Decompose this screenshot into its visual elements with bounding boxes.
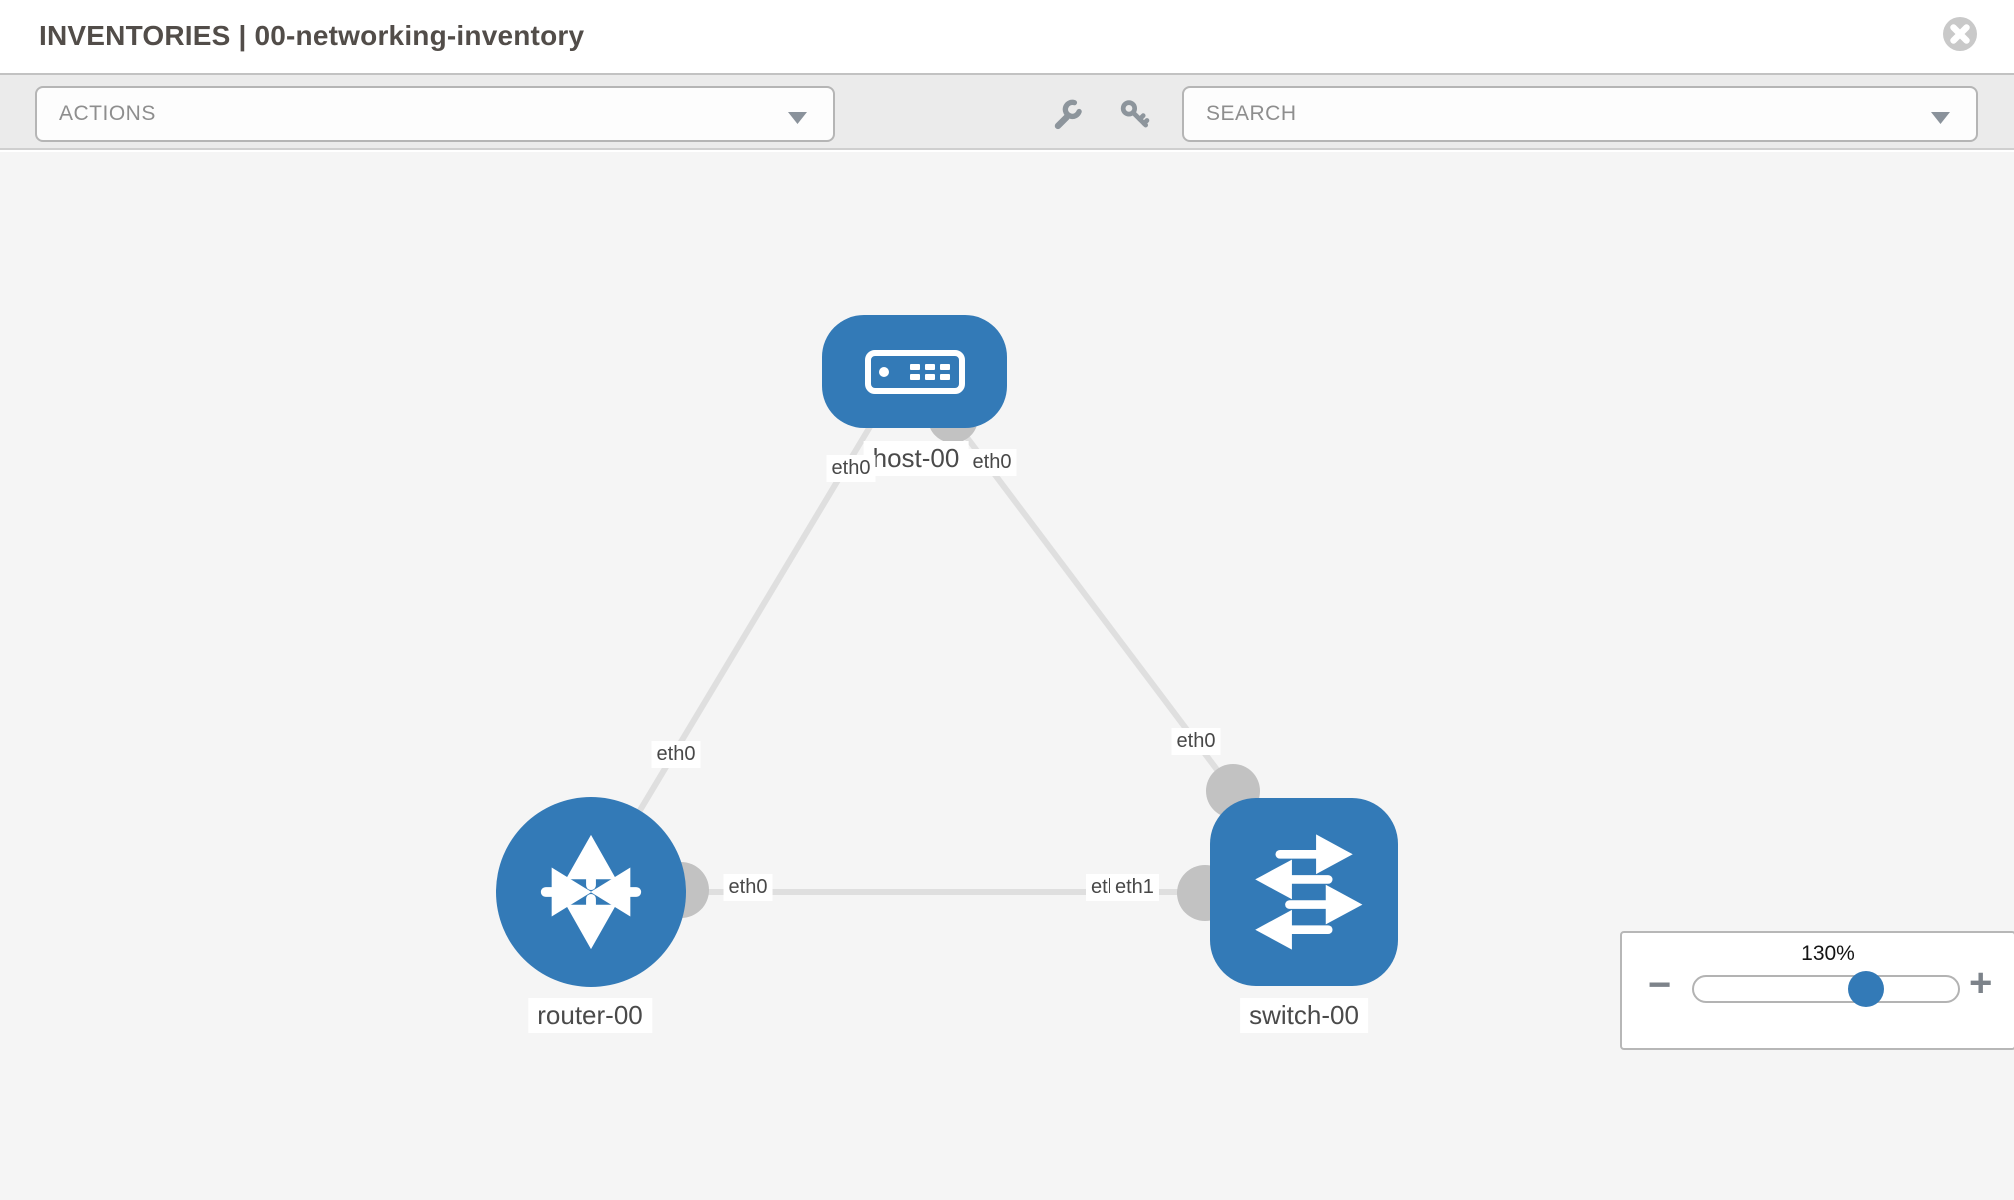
page-title: INVENTORIES | 00-networking-inventory	[39, 20, 585, 51]
credentials-button[interactable]	[1119, 99, 1151, 131]
zoom-out-button[interactable]: −	[1648, 963, 1672, 1007]
port-label-host-left: eth0	[826, 455, 876, 482]
zoom-slider-thumb[interactable]	[1847, 971, 1884, 1007]
key-icon	[1120, 100, 1150, 128]
node-host-00[interactable]	[822, 315, 1007, 428]
host-icon	[864, 349, 965, 394]
title-bar: INVENTORIES | 00-networking-inventory	[0, 0, 2014, 73]
close-button[interactable]	[1941, 15, 1979, 53]
node-label-router: router-00	[528, 998, 652, 1033]
node-label-host: host-00	[863, 441, 969, 476]
wrench-icon	[1054, 99, 1082, 130]
chevron-down-icon	[788, 111, 807, 129]
router-icon	[540, 834, 642, 950]
port-label-host-right: eth0	[967, 449, 1017, 476]
zoom-in-button[interactable]: +	[1969, 961, 1993, 1005]
adhoc-commands-button[interactable]	[1052, 99, 1084, 131]
toolbar: ACTIONS	[0, 73, 2014, 150]
zoom-panel: 130% − +	[1620, 931, 2014, 1050]
node-switch-00[interactable]	[1210, 798, 1398, 986]
zoom-value: 130%	[1801, 942, 1855, 965]
port-label-router-link: eth0	[651, 741, 701, 768]
search-dropdown-label: SEARCH	[1206, 102, 1297, 125]
search-dropdown[interactable]: SEARCH	[1182, 86, 1978, 142]
port-label-router-right: eth0	[723, 874, 773, 901]
chevron-down-icon	[1931, 111, 1950, 129]
port-label-switch-link: eth0	[1171, 728, 1221, 755]
actions-dropdown[interactable]: ACTIONS	[35, 86, 835, 142]
zoom-slider-track[interactable]	[1692, 971, 1960, 1007]
close-icon	[1943, 17, 1977, 51]
port-label-switch-left-front: eth1	[1110, 874, 1159, 901]
node-router-00[interactable]	[496, 797, 686, 987]
actions-dropdown-label: ACTIONS	[59, 102, 156, 125]
switch-icon	[1255, 834, 1363, 950]
node-label-switch: switch-00	[1240, 998, 1368, 1033]
